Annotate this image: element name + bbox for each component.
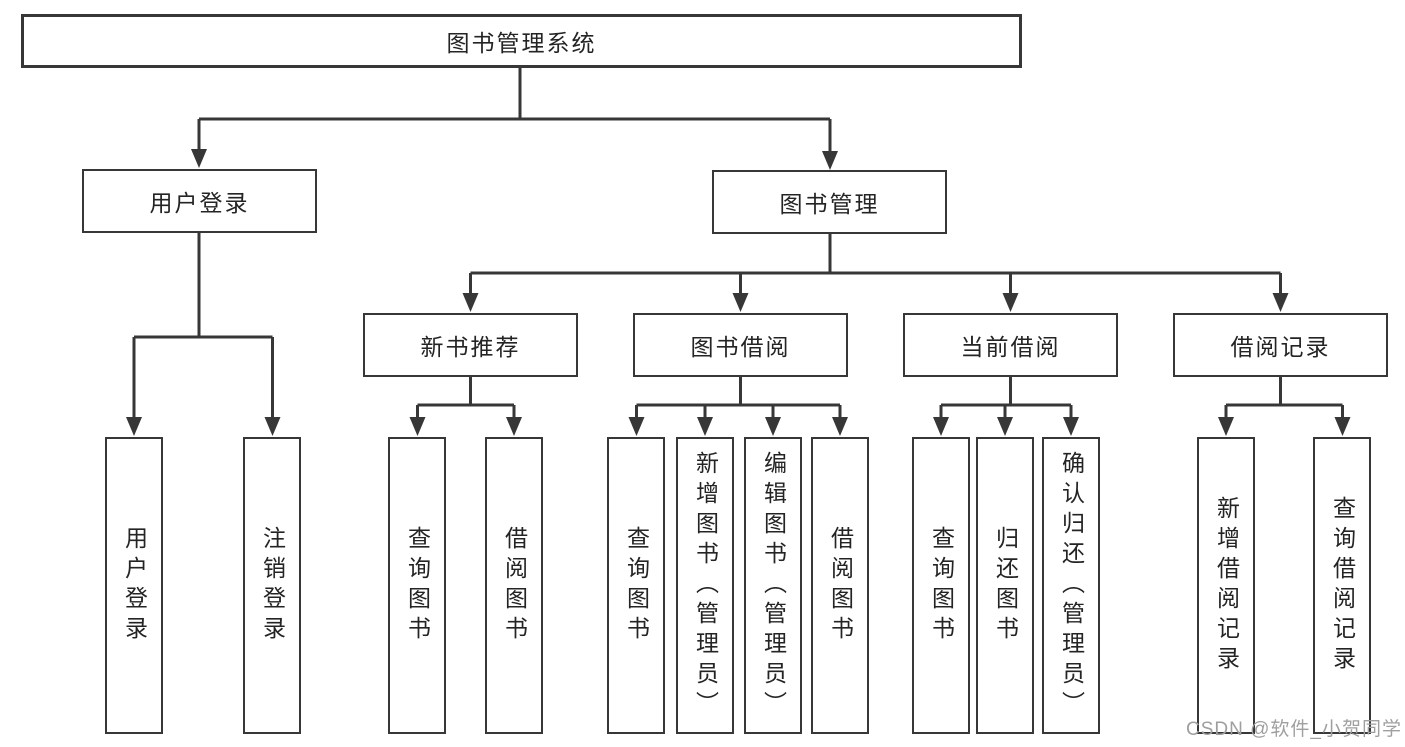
arrow-down-icon: [191, 149, 207, 168]
node-label: 图书管理系统: [446, 30, 597, 56]
node-label: 当前借阅: [960, 334, 1061, 360]
leaf-label: 查询图书: [928, 525, 955, 646]
leaf-borrow-books-borrowing: 借阅图书: [811, 437, 869, 734]
leaf-logout: 注销登录: [243, 437, 301, 734]
arrow-down-icon: [462, 293, 479, 312]
node-book-borrowing: 图书借阅: [633, 313, 848, 377]
arrow-down-icon: [1334, 417, 1351, 436]
leaf-label: 确认归还（管理员）: [1058, 450, 1085, 721]
arrow-down-icon: [264, 417, 281, 436]
connector-borrowing-records-children: [1224, 377, 1344, 420]
leaf-borrow-books-recommend: 借阅图书: [485, 437, 543, 734]
node-current-borrowing: 当前借阅: [903, 313, 1118, 377]
node-root: 图书管理系统: [21, 14, 1022, 68]
arrowheads-book-borrowing-children: [628, 417, 848, 436]
node-label: 新书推荐: [420, 334, 521, 360]
leaf-label: 借阅图书: [827, 525, 854, 646]
arrow-down-icon: [933, 417, 949, 436]
arrow-down-icon: [1002, 293, 1019, 312]
node-label: 用户登录: [149, 190, 250, 216]
connector-user-login-children: [132, 233, 274, 420]
leaf-label: 归还图书: [992, 525, 1019, 646]
leaf-user-login: 用户登录: [105, 437, 163, 734]
arrowheads-new-book-recommend-children: [409, 417, 522, 436]
arrow-down-icon: [1272, 293, 1289, 312]
arrowheads-root-to-level2: [191, 149, 838, 170]
node-label: 图书借阅: [690, 334, 791, 360]
leaf-label: 查询图书: [623, 525, 650, 646]
node-book-management: 图书管理: [712, 170, 947, 234]
leaf-query-borrow-record: 查询借阅记录: [1313, 437, 1371, 734]
node-new-book-recommend: 新书推荐: [363, 313, 578, 377]
leaf-label: 查询图书: [404, 525, 431, 646]
leaf-label: 查询借阅记录: [1329, 495, 1356, 676]
arrowheads-current-borrowing-children: [933, 417, 1079, 436]
connector-book-borrowing-children: [635, 377, 842, 420]
arrow-down-icon: [732, 293, 749, 312]
leaf-edit-books-admin: 编辑图书（管理员）: [744, 437, 802, 734]
leaf-label: 编辑图书（管理员）: [760, 450, 787, 721]
leaf-add-borrow-record: 新增借阅记录: [1197, 437, 1255, 734]
arrowheads-borrowing-records-children: [1218, 417, 1351, 436]
leaf-query-books-current: 查询图书: [912, 437, 970, 734]
leaf-return-books: 归还图书: [976, 437, 1034, 734]
arrow-down-icon: [1218, 417, 1234, 436]
node-label: 借阅记录: [1230, 334, 1331, 360]
node-user-login: 用户登录: [82, 169, 317, 233]
leaf-query-books-recommend: 查询图书: [388, 437, 446, 734]
connector-current-borrowing-children: [939, 377, 1073, 420]
leaf-label: 注销登录: [259, 525, 286, 646]
connector-new-book-recommend-children: [416, 377, 516, 420]
arrow-down-icon: [628, 417, 645, 436]
leaf-label: 新增借阅记录: [1213, 495, 1240, 676]
node-borrowing-records: 借阅记录: [1173, 313, 1388, 377]
connector-root-to-level2: [197, 68, 832, 153]
arrow-down-icon: [997, 417, 1013, 436]
arrow-down-icon: [506, 417, 522, 436]
node-label: 图书管理: [779, 191, 880, 217]
arrowheads-user-login-children: [126, 417, 281, 436]
leaf-label: 新增图书（管理员）: [692, 450, 719, 721]
leaf-confirm-return-admin: 确认归还（管理员）: [1042, 437, 1100, 734]
watermark: CSDN @软件_小贺同学: [1186, 719, 1402, 740]
leaf-label: 用户登录: [121, 525, 148, 646]
arrow-down-icon: [409, 417, 426, 436]
connector-book-management-children: [469, 234, 1282, 296]
leaf-add-books-admin: 新增图书（管理员）: [676, 437, 734, 734]
leaf-query-books-borrowing: 查询图书: [607, 437, 665, 734]
leaf-label: 借阅图书: [501, 525, 528, 646]
arrow-down-icon: [832, 417, 848, 436]
arrow-down-icon: [1063, 417, 1079, 436]
arrow-down-icon: [765, 417, 781, 436]
arrow-down-icon: [126, 417, 142, 436]
arrowheads-book-management-children: [462, 293, 1289, 312]
arrow-down-icon: [822, 151, 838, 170]
arrow-down-icon: [697, 417, 713, 436]
